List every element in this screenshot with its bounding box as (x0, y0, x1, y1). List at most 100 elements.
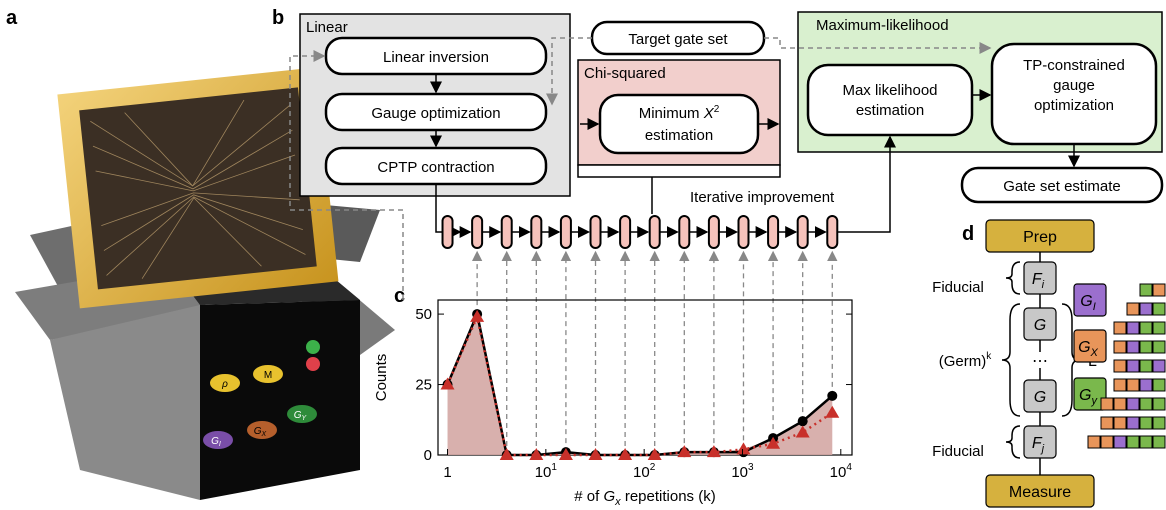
series-red-point (440, 377, 455, 390)
iteration-capsule (589, 215, 602, 249)
svg-text:ρ: ρ (221, 379, 228, 390)
iteration-capsule (648, 215, 661, 249)
series-red-line (446, 312, 833, 457)
germ-block (1152, 340, 1166, 354)
arrow-chain-to-mle (836, 135, 896, 233)
germ-block (1139, 378, 1153, 392)
min-chi2-label-line2: estimation (645, 127, 713, 144)
svg-text:GI: GI (211, 436, 221, 448)
legend-gy-label: Gy (1079, 387, 1098, 407)
germ-block (1126, 359, 1140, 373)
fiducial-j-label: Fj (1032, 435, 1045, 455)
germ-block (1126, 397, 1140, 411)
tp-label-line2: gauge (1053, 77, 1095, 94)
x-tick-label: 102 (633, 462, 656, 481)
germ-block (1126, 416, 1140, 430)
x-tick-label: 104 (830, 462, 853, 481)
gauge-optimization-label: Gauge optimization (371, 105, 500, 122)
germ-block (1126, 340, 1140, 354)
legend-gi-label: GI (1080, 293, 1096, 313)
box-front (200, 300, 360, 500)
linear-title: Linear (306, 19, 348, 36)
svg-text:GY: GY (294, 410, 308, 422)
counts-area (447, 314, 833, 455)
germ-block (1113, 397, 1127, 411)
tp-label-line1: TP-constrained (1023, 57, 1125, 74)
germ-block (1113, 435, 1127, 449)
y-tick-label: 50 (415, 306, 432, 323)
tp-label-line3: optimization (1034, 97, 1114, 114)
x-tick-label: 103 (731, 462, 754, 481)
germ-gate-bottom (1023, 379, 1057, 413)
series-red-point (736, 442, 751, 455)
chi-squared-title: Chi-squared (584, 65, 666, 82)
germ-block (1139, 435, 1153, 449)
series-red-point (588, 448, 603, 460)
iteration-capsule (796, 215, 809, 249)
x-tick-label: 1 (443, 464, 451, 481)
germ-block (1113, 416, 1127, 430)
germ-power-label: (Germ)k (939, 351, 993, 370)
iteration-capsule (441, 215, 454, 249)
iteration-capsule (826, 215, 839, 249)
series-red-point (558, 448, 573, 460)
linear-inversion-label: Linear inversion (383, 49, 489, 66)
germ-block (1152, 416, 1166, 430)
germ-block (1113, 340, 1127, 354)
germ-block (1139, 416, 1153, 430)
germ-block (1087, 435, 1101, 449)
iteration-capsule (559, 215, 572, 249)
series-red-point (795, 425, 810, 438)
token-gy: GY (287, 405, 317, 423)
series-black-point (827, 390, 838, 401)
panel-label-a: a (6, 7, 18, 29)
germ-block (1113, 321, 1127, 335)
series-red-point (618, 448, 633, 460)
circuit-diagram: Prep Measure Fi G ⋯ G Fj Fiducial Fiduci… (932, 219, 1166, 508)
panel-label-b: b (272, 7, 284, 29)
series-red-point (647, 448, 662, 460)
token-gx: GX (247, 421, 277, 439)
ellipsis-bg (1030, 352, 1050, 368)
box-side (50, 305, 200, 500)
iteration-capsule (471, 215, 484, 249)
germ-block (1139, 397, 1153, 411)
germ-block (1152, 359, 1166, 373)
y-tick-label: 25 (415, 377, 432, 394)
fiducial-top-label: Fiducial (932, 279, 984, 296)
token-gi: GI (203, 431, 233, 449)
target-gate-set-label: Target gate set (628, 31, 728, 48)
svg-text:GX: GX (254, 426, 267, 438)
germ-block (1139, 302, 1153, 316)
iterative-label: Iterative improvement (690, 189, 835, 206)
germ-block (1126, 378, 1140, 392)
germ-block (1113, 378, 1127, 392)
germ-gate-top (1023, 307, 1057, 341)
germ-block (1139, 359, 1153, 373)
fiducial-i-label: Fi (1032, 271, 1045, 291)
panel-label-c: c (394, 285, 405, 307)
cptp-contraction-label: CPTP contraction (377, 159, 494, 176)
germ-block (1152, 397, 1166, 411)
germ-gate-bottom-label: G (1034, 389, 1046, 406)
y-axis-label: Counts (373, 354, 390, 402)
germ-block (1100, 416, 1114, 430)
min-chi2-box (598, 93, 760, 155)
iteration-capsule-chain (441, 215, 839, 249)
iteration-capsule (678, 215, 691, 249)
max-likelihood-title: Maximum-likelihood (816, 17, 949, 34)
germ-block (1100, 397, 1114, 411)
iteration-capsule (530, 215, 543, 249)
dashed-target-to-gauge (546, 37, 592, 106)
brace-fiducial-top (1005, 261, 1021, 295)
germ-block (1139, 340, 1153, 354)
series-red-point (706, 445, 721, 458)
chi-squared-footer (577, 164, 781, 178)
iteration-capsule (619, 215, 632, 249)
germ-ellipsis: ⋯ (1032, 353, 1048, 370)
iteration-capsule (707, 215, 720, 249)
series-red-point (499, 448, 514, 460)
series-red-point (825, 405, 840, 418)
